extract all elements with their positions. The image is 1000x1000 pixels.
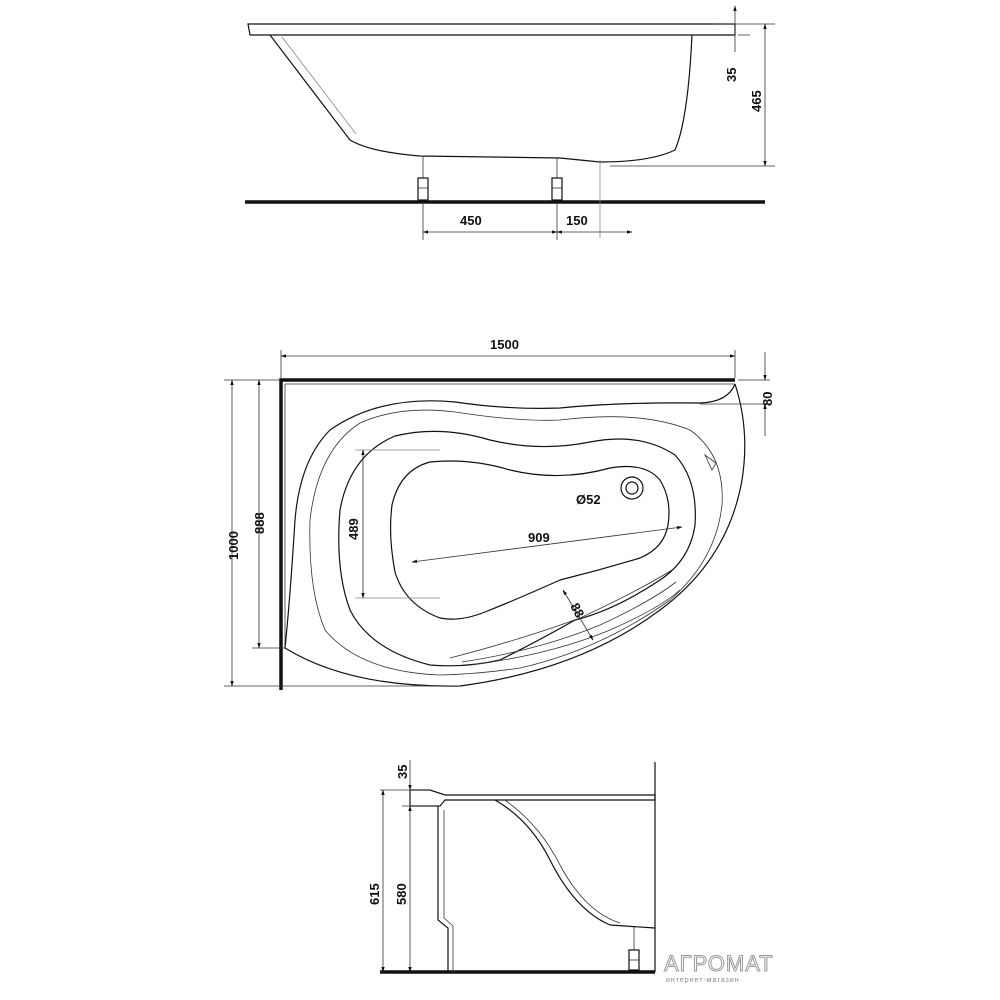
- dim-basin-length: 909: [528, 530, 550, 545]
- dim-leg-spacing: 450: [460, 213, 482, 228]
- dim-inner-width: 888: [252, 512, 267, 534]
- dim-side-height: 465: [749, 90, 764, 112]
- watermark-tagline: интернет-магазин: [666, 977, 740, 984]
- top-tub-outline: [284, 383, 746, 687]
- dim-drain: Ø52: [576, 492, 601, 507]
- side-view: 450 150 35 465: [245, 5, 775, 240]
- watermark-brand: АГРОМАТ: [664, 951, 774, 976]
- dim-end-rim: 35: [395, 765, 410, 779]
- top-rim-inner: [309, 409, 723, 676]
- side-tub-body: [269, 34, 693, 163]
- end-tub-body: [494, 799, 656, 929]
- end-leg: [628, 926, 640, 971]
- top-drain: [620, 476, 644, 500]
- side-leg-right: [551, 158, 563, 201]
- dim-rim-80: 80: [760, 392, 775, 406]
- dim-end-inner-height: 580: [394, 883, 409, 905]
- end-view: 35 615 580: [367, 760, 656, 974]
- dim-end-height: 615: [367, 883, 382, 905]
- dim-seat: 88: [567, 600, 587, 620]
- dim-leg-offset: 150: [566, 213, 588, 228]
- end-tub-rim: [409, 789, 656, 807]
- end-tub-panel: [437, 806, 449, 972]
- watermark: АГРОМАТ интернет-магазин: [664, 951, 774, 985]
- top-basin-inner: [389, 460, 670, 620]
- dim-length: 1500: [490, 337, 519, 352]
- dim-width: 1000: [226, 531, 241, 560]
- dim-side-rim: 35: [724, 68, 739, 82]
- dim-basin-width: 489: [346, 518, 361, 540]
- side-leg-left: [417, 156, 429, 201]
- top-wall: [279, 378, 735, 690]
- side-tub-rim: [247, 23, 736, 36]
- top-view: Ø52 1500 80 1000 888 489 909 88: [224, 337, 775, 690]
